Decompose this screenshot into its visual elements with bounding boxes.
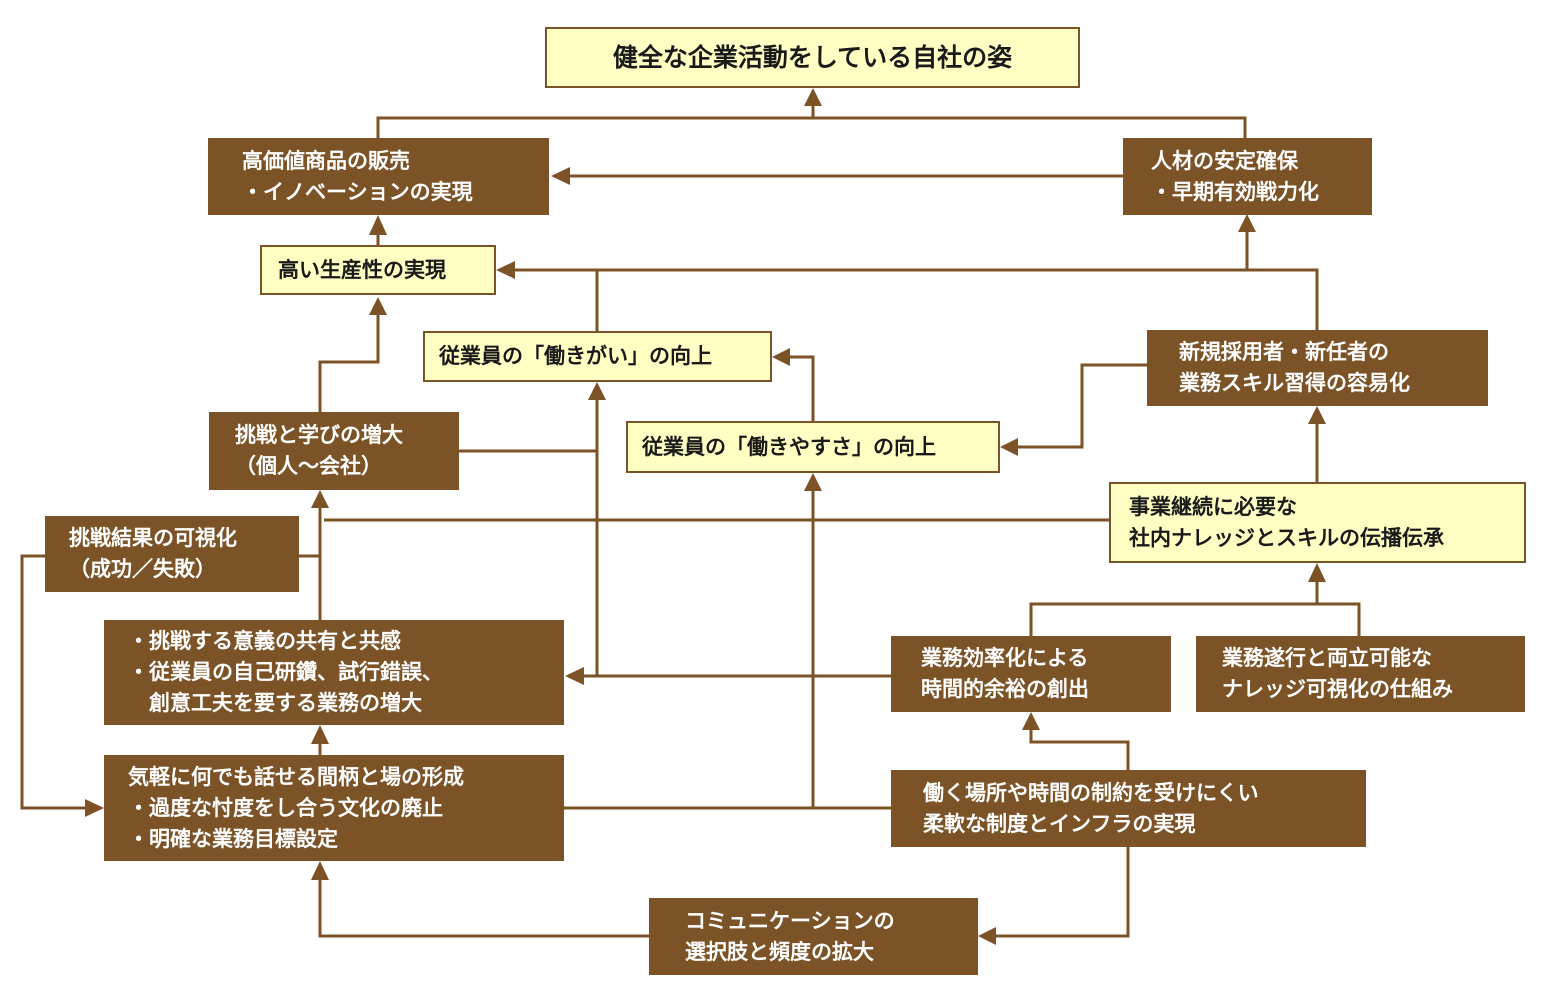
flexible-system-box: 働く場所や時間の制約を受けにくい柔軟な制度とインフラの実現 <box>891 770 1366 847</box>
communication-line-2: 選択肢と頻度の拡大 <box>685 939 874 964</box>
goal-line-1: 健全な企業活動をしている自社の姿 <box>612 43 1013 72</box>
newhire-line-1: 新規採用者・新任者の <box>1179 340 1389 364</box>
engagement-box: 従業員の「働きがい」の向上 <box>423 331 772 382</box>
communication-box: コミュニケーションの選択肢と頻度の拡大 <box>649 898 978 975</box>
talent-line-2: ・早期有効戦力化 <box>1151 179 1319 204</box>
knowledge-transfer-box: 事業継続に必要な社内ナレッジとスキルの伝播伝承 <box>1109 482 1526 563</box>
challenge-line-1: 挑戦と学びの増大 <box>235 423 403 447</box>
visualize-line-2: （成功／失敗） <box>69 557 216 581</box>
communication-line-1: コミュニケーションの <box>685 908 895 933</box>
sales-line-2: ・イノベーションの実現 <box>242 179 473 204</box>
kvisual-line-2: ナレッジ可視化の仕組み <box>1222 677 1453 701</box>
challenge-line-2: （個人～会社） <box>235 454 382 478</box>
sales-line-1: 高価値商品の販売 <box>242 148 410 173</box>
visualize-line-1: 挑戦結果の可視化 <box>69 526 237 550</box>
efficiency-line-2: 時間的余裕の創出 <box>921 677 1089 701</box>
flexible-line-1: 働く場所や時間の制約を受けにくい <box>923 780 1259 805</box>
workability-line-1: 従業員の「働きやすさ」の向上 <box>642 434 936 459</box>
culture-line-3: ・明確な業務目標設定 <box>128 826 338 851</box>
productivity-line-1: 高い生産性の実現 <box>278 257 446 282</box>
kvisual-line-1: 業務遂行と両立可能な <box>1222 646 1432 670</box>
meaning-line-3: 創意工夫を要する業務の増大 <box>128 691 422 715</box>
efficiency-box: 業務効率化による時間的余裕の創出 <box>891 636 1171 712</box>
goal-box: 健全な企業活動をしている自社の姿 <box>545 27 1080 88</box>
workability-box: 従業員の「働きやすさ」の向上 <box>626 421 1000 473</box>
newhire-skill-box: 新規採用者・新任者の業務スキル習得の容易化 <box>1147 330 1488 406</box>
knowledge-visualize-box: 業務遂行と両立可能なナレッジ可視化の仕組み <box>1196 636 1525 712</box>
meaning-line-1: ・挑戦する意義の共有と共感 <box>128 629 401 653</box>
flexible-line-2: 柔軟な制度とインフラの実現 <box>923 811 1196 836</box>
efficiency-line-1: 業務効率化による <box>921 646 1089 670</box>
culture-box: 気軽に何でも話せる間柄と場の形成・過度な忖度をし合う文化の廃止・明確な業務目標設… <box>104 755 564 861</box>
knowledge-line-2: 社内ナレッジとスキルの伝播伝承 <box>1129 525 1444 550</box>
knowledge-line-1: 事業継続に必要な <box>1129 494 1297 519</box>
engagement-line-1: 従業員の「働きがい」の向上 <box>439 344 712 368</box>
talent-line-1: 人材の安定確保 <box>1151 148 1298 173</box>
sales-innovation-box: 高価値商品の販売・イノベーションの実現 <box>208 138 549 215</box>
meaning-sharing-box: ・挑戦する意義の共有と共感・従業員の自己研鑽、試行錯誤、 創意工夫を要する業務の… <box>104 620 564 725</box>
culture-line-1: 気軽に何でも話せる間柄と場の形成 <box>128 764 464 789</box>
challenge-learning-box: 挑戦と学びの増大 （個人～会社） <box>209 412 459 490</box>
talent-box: 人材の安定確保・早期有効戦力化 <box>1123 138 1372 215</box>
culture-line-2: ・過度な忖度をし合う文化の廃止 <box>128 795 443 820</box>
newhire-line-2: 業務スキル習得の容易化 <box>1179 371 1410 395</box>
visualize-result-box: 挑戦結果の可視化 （成功／失敗） <box>45 516 299 592</box>
productivity-box: 高い生産性の実現 <box>260 245 496 295</box>
meaning-line-2: ・従業員の自己研鑽、試行錯誤、 <box>128 660 443 684</box>
